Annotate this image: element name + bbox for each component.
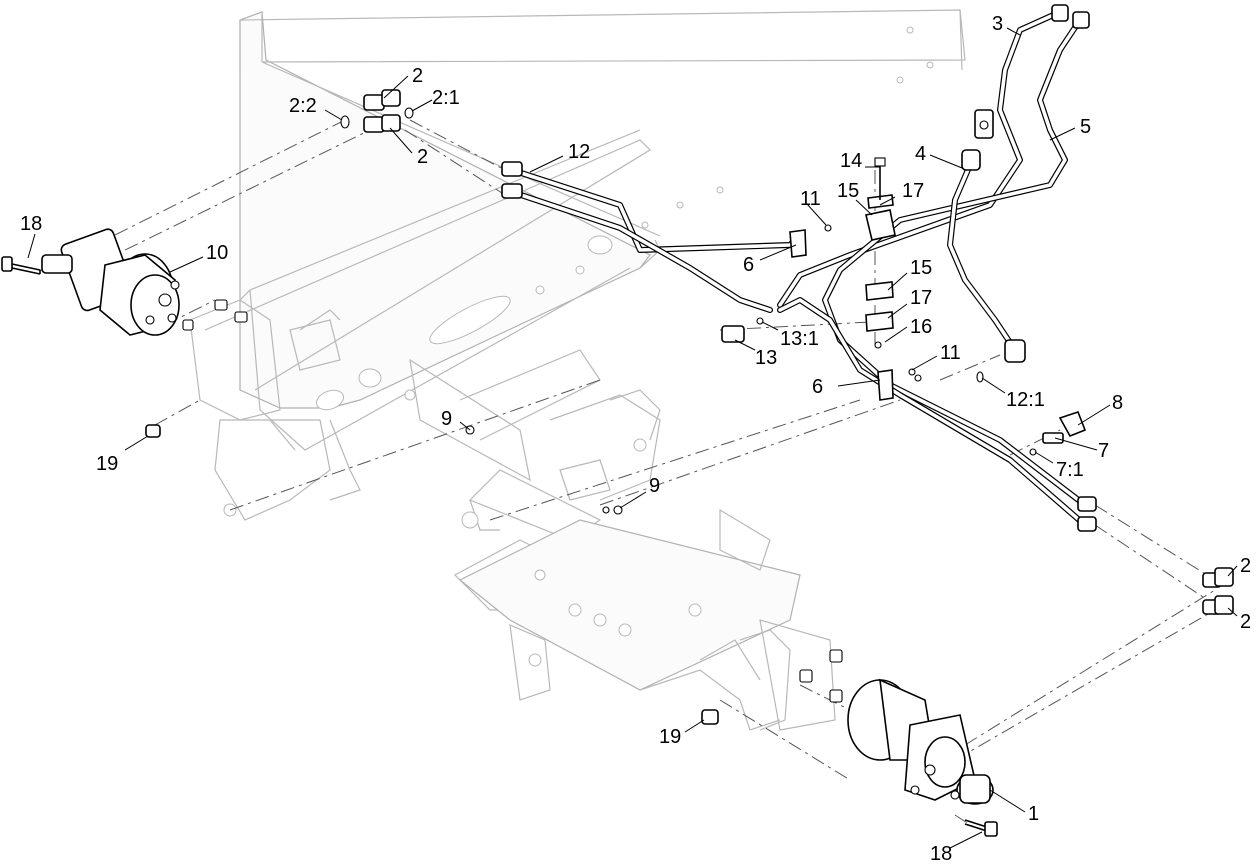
bolt-18-right — [964, 819, 998, 837]
callout-3: 3 — [992, 13, 1003, 35]
callout-9-a: 9 — [441, 408, 452, 430]
callout-11-b: 11 — [940, 342, 961, 364]
bracket-6-upper — [789, 224, 832, 258]
callout-13-1: 13:1 — [780, 328, 819, 350]
bolt-18-left — [1, 256, 41, 275]
callout-18-a: 18 — [20, 213, 42, 235]
callout-7-1: 7:1 — [1056, 459, 1084, 481]
fitting-8 — [1058, 411, 1087, 438]
frame-ghost — [189, 9, 966, 731]
o-ring-12-1 — [976, 371, 984, 383]
callout-6-a: 6 — [743, 254, 754, 276]
callout-15-a: 15 — [837, 180, 859, 202]
bracket-6-lower — [877, 368, 922, 401]
callout-11-a: 11 — [800, 188, 821, 210]
callout-17-b: 17 — [910, 287, 932, 309]
fitting-13 — [721, 317, 764, 343]
callout-19-a: 19 — [96, 453, 118, 475]
callout-12: 12 — [568, 141, 590, 163]
callout-5: 5 — [1080, 116, 1091, 138]
callout-8: 8 — [1112, 392, 1123, 414]
callout-14: 14 — [840, 150, 862, 172]
callout-15-b: 15 — [910, 257, 932, 279]
callout-2-right-a: 2 — [1240, 555, 1251, 577]
callout-2-top-b: 2 — [417, 146, 428, 168]
callout-17-a: 17 — [902, 180, 924, 202]
hydraulic-motor-left — [41, 228, 248, 336]
callout-19-b: 19 — [659, 726, 681, 748]
callout-4: 4 — [915, 143, 926, 165]
callout-12-1: 12:1 — [1006, 389, 1045, 411]
hydraulic-motor-right — [799, 649, 994, 805]
callout-10: 10 — [206, 242, 228, 264]
callout-18-b: 18 — [930, 843, 952, 865]
callout-16: 16 — [910, 316, 932, 338]
elbow-fittings-top — [340, 89, 414, 133]
fitting-7 — [1029, 432, 1064, 456]
callout-2-2: 2:2 — [289, 95, 317, 117]
callout-labels: 1 2 2 2 2 2:1 2:2 3 4 5 6 6 7 7:1 8 9 9 … — [20, 13, 1251, 865]
callout-2-1: 2:1 — [432, 87, 460, 109]
leader-lines — [27, 27, 1238, 849]
callout-2-right-b: 2 — [1240, 611, 1251, 633]
callout-7: 7 — [1098, 440, 1109, 462]
nut-19-left — [145, 424, 161, 438]
nut-9-right-b — [602, 506, 610, 514]
swivel-fitting-4 — [961, 109, 994, 171]
components — [1, 4, 1234, 837]
elbow-fittings-right — [1202, 567, 1234, 615]
callout-9-b: 9 — [649, 475, 660, 497]
callout-13: 13 — [755, 347, 777, 369]
clamp-lower — [865, 281, 894, 349]
hose-ends-top — [1051, 4, 1090, 29]
hose-ends-right — [1004, 339, 1097, 532]
nut-19-right — [701, 709, 719, 725]
callout-6-b: 6 — [812, 376, 823, 398]
callout-2-top-a: 2 — [412, 65, 423, 87]
callout-1: 1 — [1028, 803, 1039, 825]
tube-12-ends — [501, 161, 523, 199]
